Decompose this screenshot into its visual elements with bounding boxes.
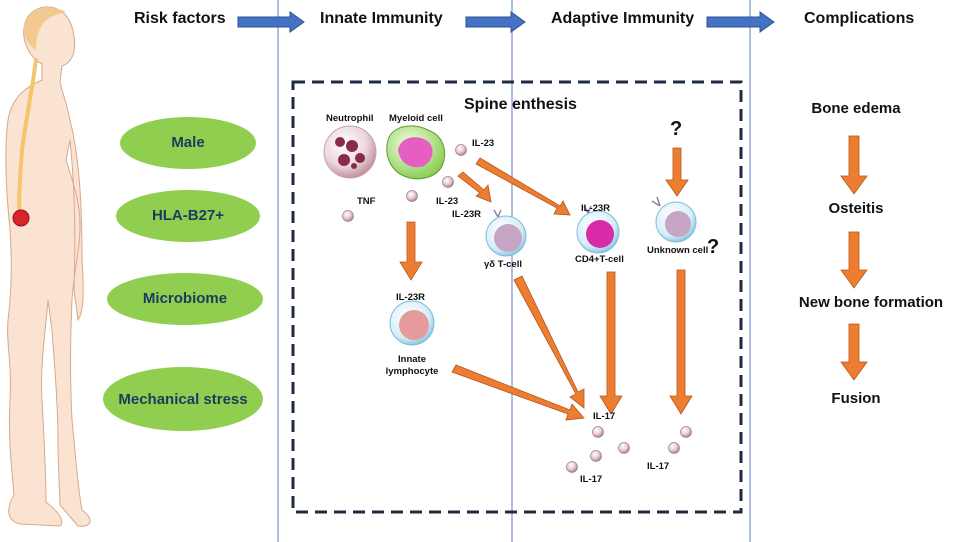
header-complications: Complications — [804, 10, 915, 27]
arrow-edema-to-osteitis — [840, 135, 868, 195]
header-arrow — [237, 11, 305, 33]
risk-factor-mechanical: Mechanical stress — [118, 391, 248, 408]
unknown-cell-label: Unknown cell — [647, 245, 709, 256]
cytokine-dot — [455, 144, 467, 156]
cytokine-dot — [592, 426, 604, 438]
spine-lesion-icon — [12, 209, 30, 227]
il23-top-label: IL-23 — [472, 138, 495, 149]
cytokine-dot — [406, 190, 418, 202]
header-arrows — [237, 11, 775, 33]
arrow-bone-to-fusion — [840, 323, 868, 381]
neutrophil-cell-icon — [323, 125, 377, 179]
pathway-arrows — [399, 135, 868, 421]
neutrophil-label: Neutrophil — [326, 113, 374, 124]
spine-enthesis-title: Spine enthesis — [464, 96, 577, 113]
risk-ellipse-microbiome — [107, 273, 263, 325]
il17-label-bottom: IL-17 — [580, 474, 603, 485]
risk-factor-male: Male — [171, 134, 205, 151]
header-arrow — [706, 11, 775, 33]
cytokine-dot — [442, 176, 454, 188]
arrow-il23-to-cd4 — [475, 157, 571, 216]
arrow-gd-to-il17 — [513, 275, 585, 409]
il23r-gd-label: IL-23R — [452, 209, 482, 220]
tnf-label: TNF — [357, 196, 376, 207]
il17-label-right: IL-17 — [647, 461, 670, 472]
arrow-innate-to-il17 — [451, 364, 585, 421]
question-mark-top: ? — [670, 118, 683, 140]
il23r-innate-label: IL-23R — [396, 292, 426, 303]
innate-lymphocyte-label: Innate lymphocyte — [385, 354, 439, 377]
il23r-cd4-label: IL-23R — [581, 203, 611, 214]
arrow-question-to-unknown — [665, 147, 689, 197]
cytokine-dot — [680, 426, 692, 438]
risk-ellipse-male — [120, 117, 256, 169]
myeloid-cell-icon — [386, 125, 446, 180]
cd4-tcell-icon — [576, 205, 620, 254]
risk-factor-hla: HLA-B27+ — [151, 207, 225, 224]
cytokine-dot — [668, 442, 680, 454]
human-figure-icon — [5, 6, 91, 527]
gd-tcell-icon — [485, 209, 527, 257]
arrow-cd4-to-il17 — [599, 271, 623, 415]
arrow-osteitis-to-bone — [840, 231, 868, 289]
risk-ellipse-mechanical — [103, 367, 263, 431]
cytokine-dot — [590, 450, 602, 462]
il17-label-center: IL-17 — [593, 411, 616, 422]
cytokine-dot — [566, 461, 578, 473]
header-arrow — [465, 11, 526, 33]
question-mark-side: ? — [707, 236, 720, 258]
cd4-tcell-label: CD4+T-cell — [575, 254, 624, 265]
myeloid-cell-label: Myeloid cell — [389, 113, 443, 124]
cytokine-particles — [342, 144, 692, 473]
unknown-cell-icon — [651, 196, 697, 243]
complication-osteitis: Osteitis — [828, 200, 884, 217]
arrow-unknown-to-il17 — [669, 269, 693, 415]
header-innate-immunity: Innate Immunity — [320, 10, 443, 27]
complication-fusion: Fusion — [831, 390, 881, 407]
il23-mid-label: IL-23 — [436, 196, 459, 207]
risk-ellipse-hla — [116, 190, 260, 242]
gd-tcell-label: γδ T-cell — [484, 259, 522, 270]
header-adaptive-immunity: Adaptive Immunity — [551, 10, 695, 27]
innate-lymphocyte-icon — [389, 300, 435, 346]
cytokine-dot — [342, 210, 354, 222]
spine-enthesis-box — [291, 80, 743, 514]
complication-new-bone-formation: New bone formation — [798, 294, 944, 311]
complication-bone-edema: Bone edema — [811, 100, 901, 117]
cytokine-dot — [618, 442, 630, 454]
arrow-il23-to-gd — [457, 171, 492, 203]
header-risk-factors: Risk factors — [134, 10, 226, 27]
arrow-myeloid-to-innate — [399, 221, 423, 281]
risk-factor-microbiome: Microbiome — [142, 290, 228, 307]
